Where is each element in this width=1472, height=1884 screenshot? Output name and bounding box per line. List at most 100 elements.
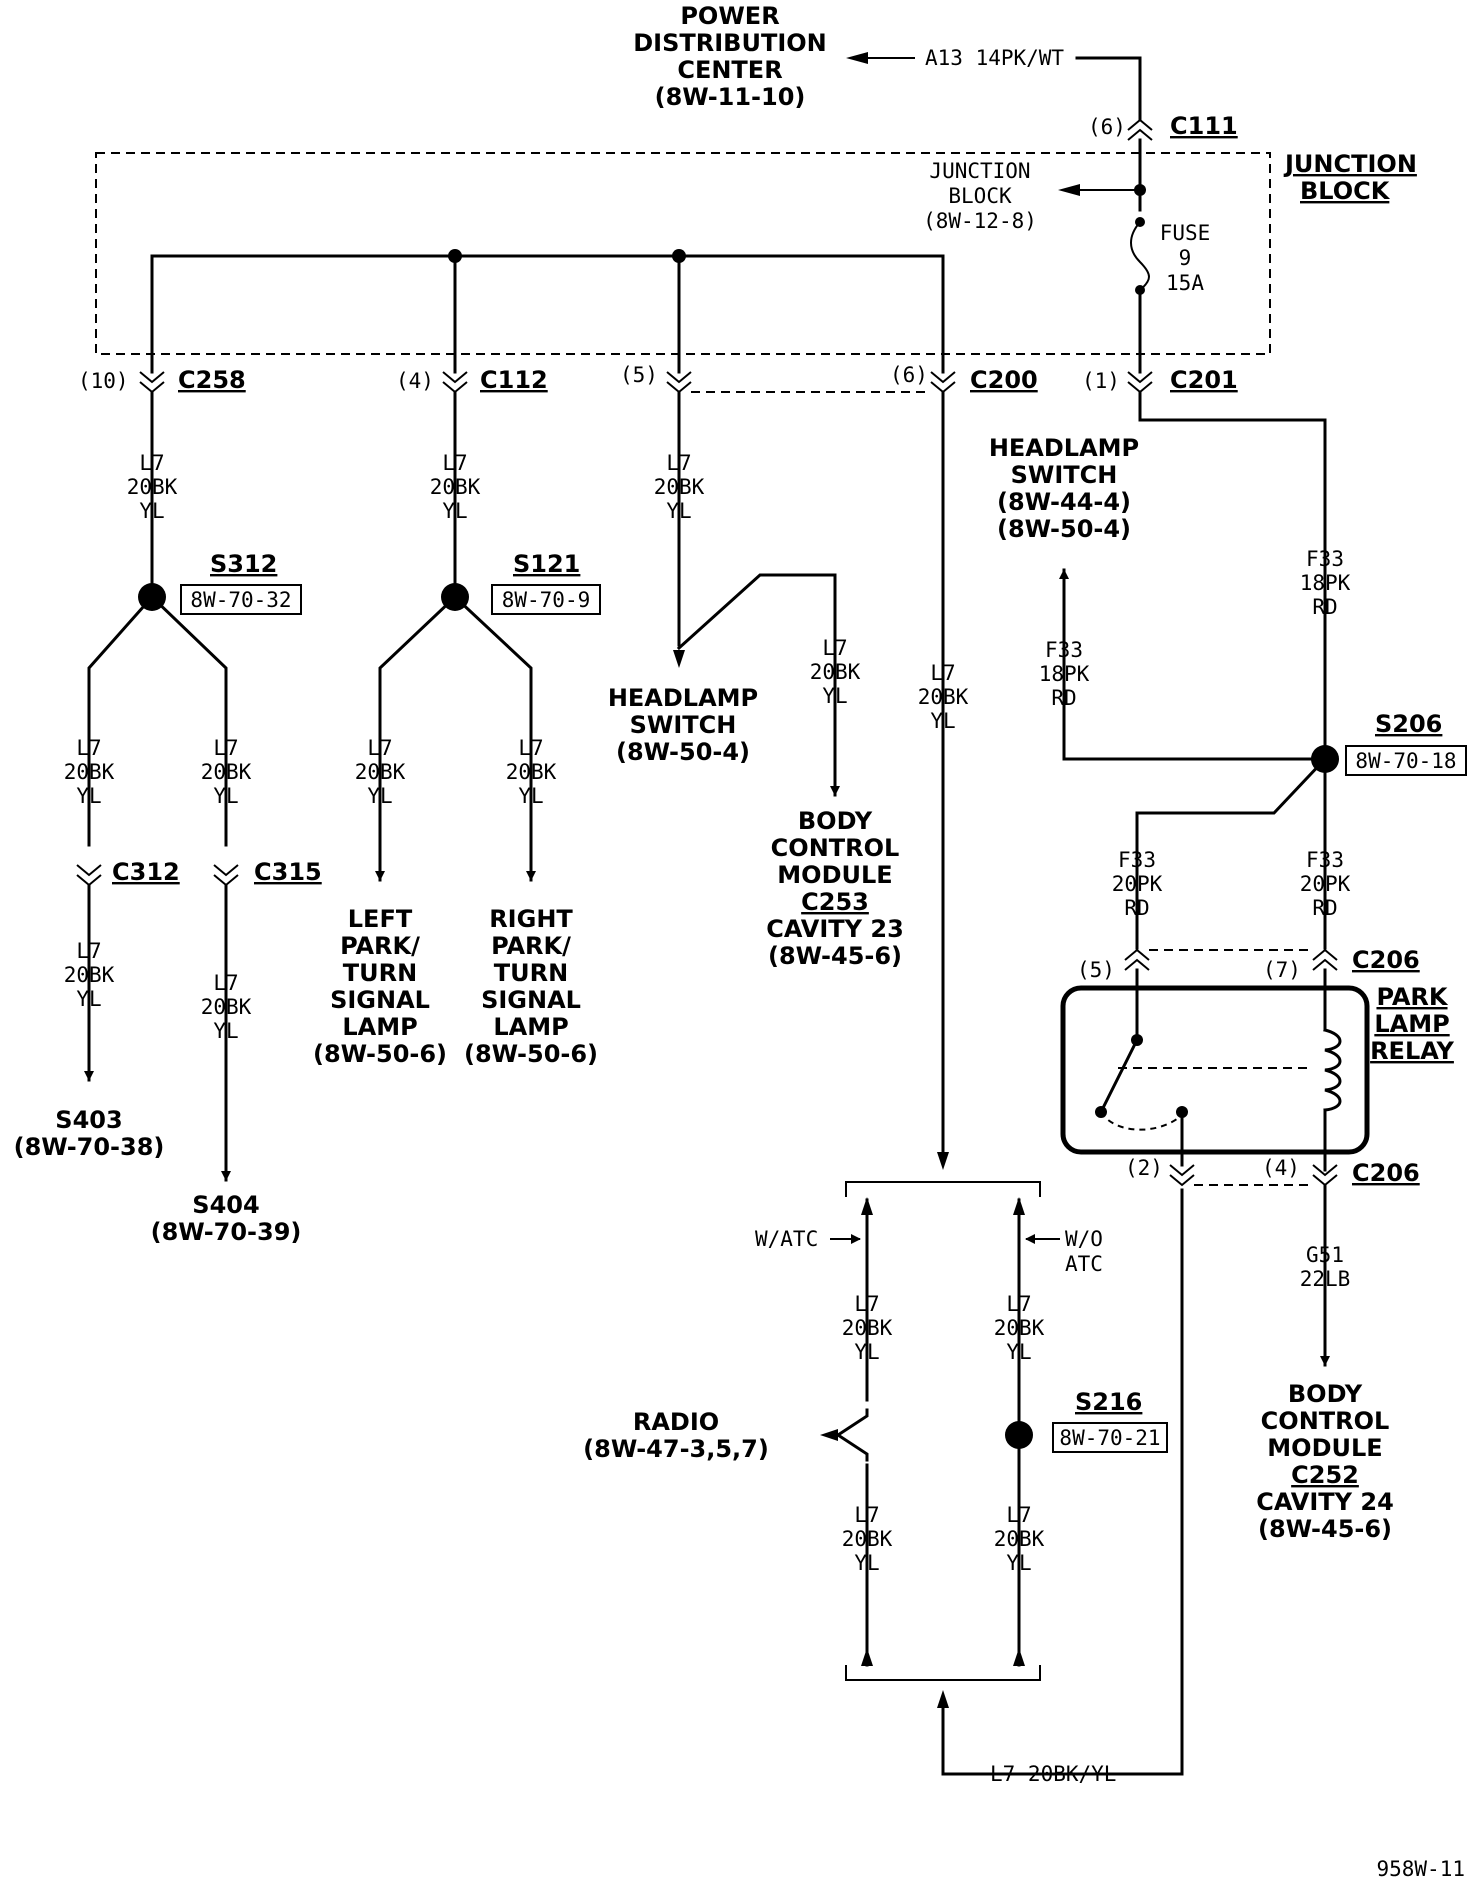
radio-connector	[835, 1408, 869, 1462]
wire-l7-label-7a: L7	[367, 736, 392, 760]
wire-l7-label-10c: YL	[822, 684, 847, 708]
splice-s312-label: S312	[210, 550, 277, 578]
wire-l7-label-12b: 20BK	[842, 1316, 893, 1340]
wire-f33-label-1a: F33	[1306, 547, 1344, 571]
connector-c200-pin-6: (6)	[890, 363, 928, 387]
power-distribution-center-label: POWER DISTRIBUTION CENTER (8W-11-10)	[633, 2, 827, 111]
dest-bcm-c252-2: CONTROL	[1261, 1407, 1390, 1435]
wire-l7-label-7c: YL	[367, 784, 392, 808]
wire-l7-label-8c: YL	[518, 784, 543, 808]
dest-left-lamp-3: TURN	[343, 959, 417, 987]
connector-c258-label: C258	[178, 366, 246, 394]
wire-l7-label-5b: 20BK	[201, 995, 252, 1019]
connector-c200-label: C200	[970, 366, 1038, 394]
wire-s206-relay-5	[1135, 756, 1328, 950]
fuse-label-2: 9	[1179, 246, 1192, 270]
dest-headlamp-right-3: (8W-44-4)	[997, 488, 1131, 516]
pdc-line-2: DISTRIBUTION	[633, 29, 827, 57]
relay-label-1: PARK	[1376, 983, 1448, 1011]
wire-s121-left-lamp	[375, 594, 458, 882]
dest-bcm-c252-1: BODY	[1288, 1380, 1363, 1408]
wire-l7-label-10a: L7	[822, 636, 847, 660]
wire-l7-label-9b: 20BK	[654, 475, 705, 499]
wire-f33-label-4b: 20PK	[1300, 872, 1351, 896]
connector-c206-bottom-symbol	[1169, 1164, 1338, 1187]
dest-left-lamp: LEFT PARK/ TURN SIGNAL LAMP (8W-50-6)	[313, 905, 447, 1068]
relay-switch-contact-no	[1176, 1106, 1188, 1118]
dest-bcm-c252-5: CAVITY 24	[1256, 1488, 1394, 1516]
fuse-9-icon	[1130, 221, 1150, 291]
wire-a13	[1075, 56, 1142, 122]
wire-l7-label-14c: YL	[1006, 1340, 1031, 1364]
dest-bcm-c252-6: (8W-45-6)	[1258, 1515, 1392, 1543]
watc-arrow-up	[861, 1197, 873, 1215]
splice-s216	[1005, 1421, 1033, 1449]
connector-c206-bottom-pin-2: (2)	[1125, 1156, 1163, 1180]
pdc-ref: (8W-11-10)	[655, 83, 806, 111]
connector-c206-bottom-label: C206	[1352, 1159, 1420, 1187]
wire-f33-label-3a: F33	[1118, 848, 1156, 872]
dest-headlamp-left-3: (8W-50-4)	[616, 738, 750, 766]
relay-switch-arm-icon	[1098, 1037, 1140, 1115]
wire-l7-label-1c: YL	[139, 499, 164, 523]
jb-bus-splice-1	[448, 249, 462, 263]
jb-internal-arrow	[1058, 184, 1080, 196]
wire-f33-label-1b: 18PK	[1300, 571, 1351, 595]
connector-c315-label: C315	[254, 858, 322, 886]
relay-switch-travel	[1100, 1111, 1183, 1131]
wire-l7-label-8b: 20BK	[506, 760, 557, 784]
wire-f33-label-4c: RD	[1312, 896, 1337, 920]
connector-c201-symbol	[1127, 371, 1153, 394]
wire-f33-label-2b: 18PK	[1039, 662, 1090, 686]
dest-left-lamp-4: SIGNAL	[330, 986, 430, 1014]
dest-right-lamp-6: (8W-50-6)	[464, 1040, 598, 1068]
dest-headlamp-left-2: SWITCH	[630, 711, 737, 739]
wire-l7-label-9c: YL	[666, 499, 691, 523]
wire-g51-label-2: 22LB	[1300, 1267, 1351, 1291]
connector-c258-symbol	[139, 371, 165, 394]
connector-c112-symbol	[442, 371, 468, 394]
wire-l7-label-8a: L7	[518, 736, 543, 760]
woatc-arrow-up-bottom	[1013, 1648, 1025, 1666]
wire-l7-label-5a: L7	[213, 971, 238, 995]
dest-bcm-c253-6: (8W-45-6)	[768, 942, 902, 970]
connector-c315-symbol	[213, 864, 239, 887]
wire-l7-label-1b: 20BK	[127, 475, 178, 499]
wire-l7-label-14b: 20BK	[994, 1316, 1045, 1340]
wire-l7-label-2a: L7	[76, 736, 101, 760]
connector-c111-pin: (6)	[1088, 115, 1126, 139]
jb-inner-label-3: (8W-12-8)	[923, 209, 1037, 233]
fuse-label-3: 15A	[1166, 271, 1204, 295]
dest-bcm-c252: BODY CONTROL MODULE C252 CAVITY 24 (8W-4…	[1256, 1380, 1394, 1543]
wire-l7-label-6c: YL	[442, 499, 467, 523]
dest-right-lamp-1: RIGHT	[489, 905, 573, 933]
splice-s121-ref: 8W-70-9	[502, 588, 591, 612]
radio-connector-arrow	[820, 1429, 838, 1441]
connector-c206-bottom-pin-4: (4)	[1262, 1156, 1300, 1180]
wire-l7-label-15c: YL	[1006, 1551, 1031, 1575]
wire-l7-label-12c: YL	[854, 1340, 879, 1364]
wire-l7-label-4a: L7	[76, 939, 101, 963]
wire-l7-label-13b: 20BK	[842, 1527, 893, 1551]
connector-c112-label: C112	[480, 366, 548, 394]
dest-right-lamp-5: LAMP	[493, 1013, 568, 1041]
wire-l7-label-11a: L7	[930, 661, 955, 685]
wire-l7-label-4b: 20BK	[64, 963, 115, 987]
dest-headlamp-right-4: (8W-50-4)	[997, 515, 1131, 543]
wire-s312-c312	[87, 594, 155, 847]
dest-headlamp-switch-right: HEADLAMP SWITCH (8W-44-4) (8W-50-4)	[989, 434, 1139, 543]
junction-block-title-2: BLOCK	[1300, 177, 1391, 205]
dest-left-lamp-1: LEFT	[348, 905, 413, 933]
wire-f33-label-1c: RD	[1312, 595, 1337, 619]
connector-c258-pin: (10)	[78, 369, 129, 393]
dest-headlamp-right-2: SWITCH	[1011, 461, 1118, 489]
connector-c201-pin: (1)	[1082, 369, 1120, 393]
connector-c201-label: C201	[1170, 366, 1238, 394]
splice-s216-ref-box	[1052, 1422, 1168, 1453]
jb-inner-label-2: BLOCK	[948, 184, 1012, 208]
splice-s121-ref-box	[491, 584, 601, 615]
dest-s404-2: (8W-70-39)	[151, 1218, 302, 1246]
pdc-line-1: POWER	[680, 2, 779, 30]
dest-s404-1: S404	[192, 1191, 259, 1219]
jb-bus-splice-2	[672, 249, 686, 263]
